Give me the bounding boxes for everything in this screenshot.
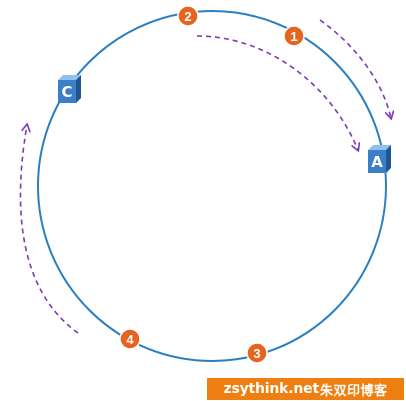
node-c-face [58,80,76,103]
node-c-side [76,75,81,103]
server-node-a: A [368,145,391,173]
badge-2: 2 [177,5,199,27]
badge-1-label: 1 [290,29,297,44]
node-c-label: C [61,83,72,101]
arrow-2-to-a [196,35,358,150]
watermark-site-text: zsythink.net [223,381,320,397]
node-a-side [386,145,391,173]
server-node-c: C [58,75,81,103]
badge-3: 3 [246,342,268,364]
arrow-4-to-c [19,125,79,334]
arrow-1-to-a [319,19,391,118]
badge-2-label: 2 [184,9,191,24]
badge-4-label: 4 [126,332,134,347]
node-c-top [58,75,81,80]
watermark-blog-name: 朱双印博客 [319,383,388,399]
badge-4: 4 [119,328,141,350]
badge-3-label: 3 [253,346,260,361]
node-a-label: A [371,153,383,171]
watermark-banner: zsythink.net 朱双印博客 [207,378,404,400]
node-a-top [368,145,391,150]
hash-ring [37,10,387,362]
node-a-face [368,150,386,173]
badge-1: 1 [283,25,305,47]
